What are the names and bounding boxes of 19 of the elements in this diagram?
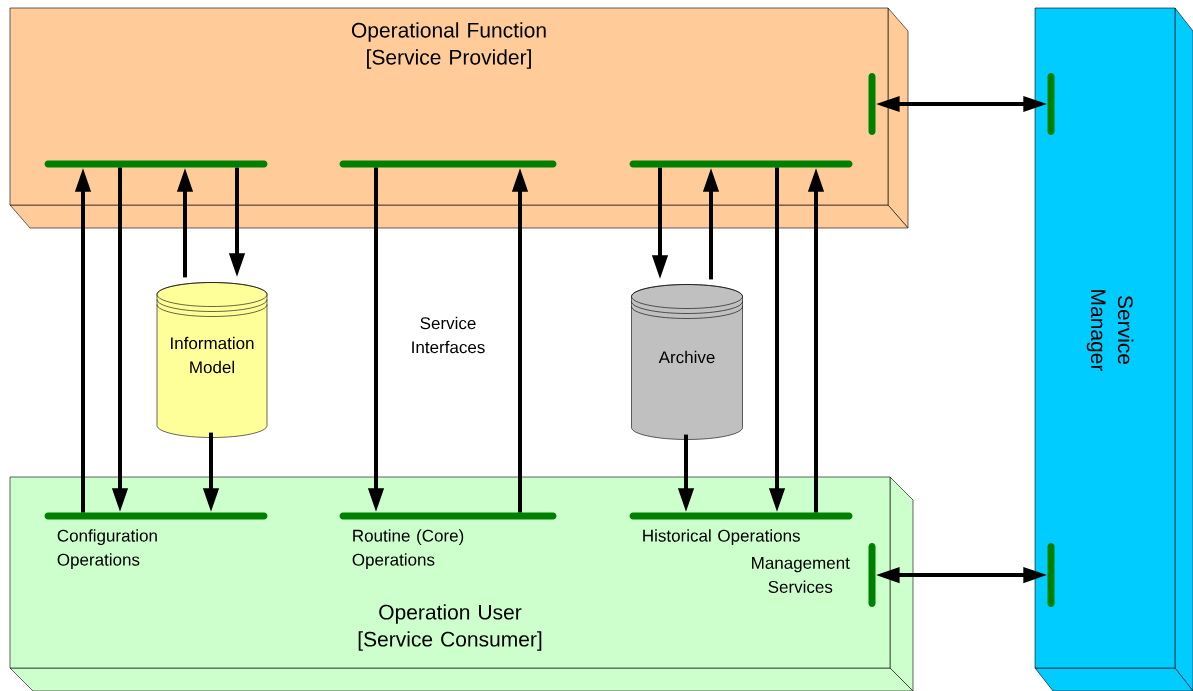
provider-box: Operational Function [Service Provider] <box>9 7 909 229</box>
interface-bar <box>44 512 268 570</box>
interface-bar <box>44 160 268 168</box>
bar-label: Historical Operations <box>643 529 800 546</box>
interface-bar <box>752 543 876 607</box>
database-cylinder: Information Model <box>156 282 268 438</box>
interface-bar <box>629 160 853 168</box>
interface-bar <box>629 512 853 546</box>
interface-bar <box>1047 543 1055 607</box>
bar-label: Configuration Operations <box>57 529 157 570</box>
annotation-text: Service Interfaces <box>412 316 485 354</box>
service-manager-box: Service Manager <box>1034 7 1193 691</box>
bar-label: Management Services <box>752 557 850 593</box>
interface-bar <box>1047 73 1055 135</box>
database-cylinder: Archive <box>631 284 743 440</box>
interface-bar <box>339 512 557 570</box>
interface-bar <box>868 73 876 135</box>
bar-label: Routine (Core) Operations <box>352 529 464 570</box>
interface-bar <box>339 160 557 168</box>
